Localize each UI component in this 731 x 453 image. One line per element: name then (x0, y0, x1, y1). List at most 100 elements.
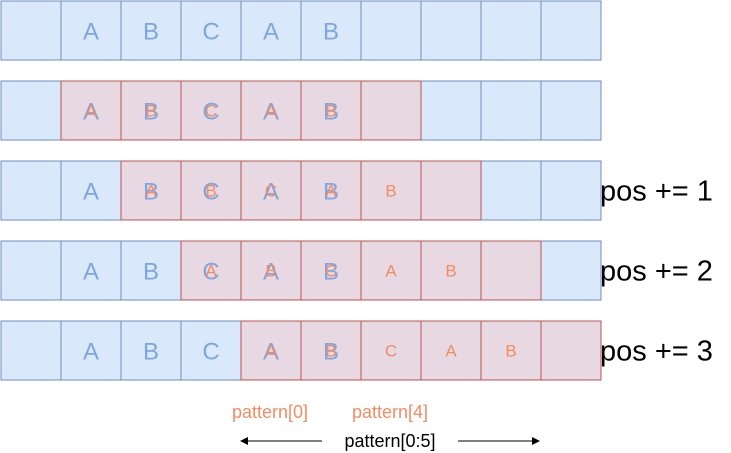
pattern-letter: C (385, 342, 397, 361)
strip-letter: A (83, 339, 99, 366)
pattern-letter: B (325, 102, 336, 121)
strip-cell (60, 0, 122, 61)
pattern-letter: A (145, 182, 157, 201)
strip-letter: A (83, 259, 99, 286)
strip-letter: B (143, 19, 159, 46)
strip-cell (480, 0, 542, 61)
pattern-cell (180, 240, 242, 301)
pattern-cell (300, 240, 362, 301)
strip-cell (540, 160, 602, 221)
strip-letter: C (202, 19, 219, 46)
pattern-cell (480, 240, 542, 301)
strip-cell (120, 0, 182, 61)
strip-cell (0, 80, 62, 141)
strip-letter: C (202, 259, 219, 286)
pattern-cell (360, 160, 422, 221)
strip-letter: B (323, 19, 339, 46)
pattern-cell (360, 80, 422, 141)
pattern-cell (300, 80, 362, 141)
pattern-cell (180, 80, 242, 141)
pattern-letter: C (205, 102, 217, 121)
pattern-letter: C (265, 182, 277, 201)
strip-cell (120, 240, 182, 301)
pattern-letter: B (145, 102, 156, 121)
strip-letter: B (323, 179, 339, 206)
strip-cell (0, 0, 62, 61)
span-arrowhead-left (240, 437, 248, 445)
strip-cell (300, 0, 362, 61)
pattern-letter: A (445, 342, 457, 361)
strip-letter: B (143, 339, 159, 366)
strip-letter: A (263, 99, 279, 126)
strip-letter: A (263, 339, 279, 366)
strip-letter: A (83, 179, 99, 206)
span-arrowhead-right (532, 437, 540, 445)
pattern-cell (480, 320, 542, 381)
pattern-letter: C (325, 262, 337, 281)
pattern-cell (240, 160, 302, 221)
pattern-cell (240, 320, 302, 381)
pattern-cell (180, 160, 242, 221)
pattern-letter: B (385, 182, 396, 201)
strip-letter: B (323, 339, 339, 366)
strip-cell (180, 320, 242, 381)
strip-cell (0, 160, 62, 221)
strip-letter: B (323, 259, 339, 286)
pattern-letter: B (205, 182, 216, 201)
strip-letter: A (83, 19, 99, 46)
strip-cell (540, 0, 602, 61)
strip-cell (360, 0, 422, 61)
strip-letter: C (202, 339, 219, 366)
strip-cell (0, 320, 62, 381)
pattern-letter: A (265, 102, 277, 121)
step-label: pos += 1 (600, 176, 713, 208)
step-label: pos += 3 (600, 336, 713, 368)
strip-letter: B (143, 179, 159, 206)
pattern-letter: A (385, 262, 397, 281)
strip-cell (420, 0, 482, 61)
pattern-cell (360, 320, 422, 381)
pattern-label-2: pattern[4] (352, 402, 428, 422)
pattern-cell (60, 80, 122, 141)
pattern-label-0: pattern[0] (232, 402, 308, 422)
strip-cell (480, 160, 542, 221)
step-label: pos += 2 (600, 256, 713, 288)
strip-letter: A (263, 19, 279, 46)
pattern-letter: B (265, 262, 276, 281)
strip-letter: C (202, 99, 219, 126)
pattern-cell (420, 160, 482, 221)
strip-letter: B (143, 99, 159, 126)
pattern-cell (120, 80, 182, 141)
strip-cell (480, 80, 542, 141)
strip-cell (60, 160, 122, 221)
strip-letter: A (263, 179, 279, 206)
strip-letter: B (323, 99, 339, 126)
strip-cell (540, 80, 602, 141)
pattern-cell (540, 320, 602, 381)
pattern-cell (120, 160, 182, 221)
strip-letter: B (143, 259, 159, 286)
pattern-letter: A (325, 182, 337, 201)
pattern-letter: A (265, 342, 277, 361)
strip-cell (0, 240, 62, 301)
strip-cell (60, 240, 122, 301)
strip-cell (180, 0, 242, 61)
strip-cell (60, 320, 122, 381)
pattern-cell (300, 160, 362, 221)
pattern-letter: A (205, 262, 217, 281)
pattern-letter: B (505, 342, 516, 361)
pattern-letter: A (85, 102, 97, 121)
span-label: pattern[0:5] (344, 431, 435, 451)
pattern-cell (240, 240, 302, 301)
pattern-cell (300, 320, 362, 381)
strip-letter: C (202, 179, 219, 206)
pattern-letter: B (325, 342, 336, 361)
pattern-cell (420, 240, 482, 301)
